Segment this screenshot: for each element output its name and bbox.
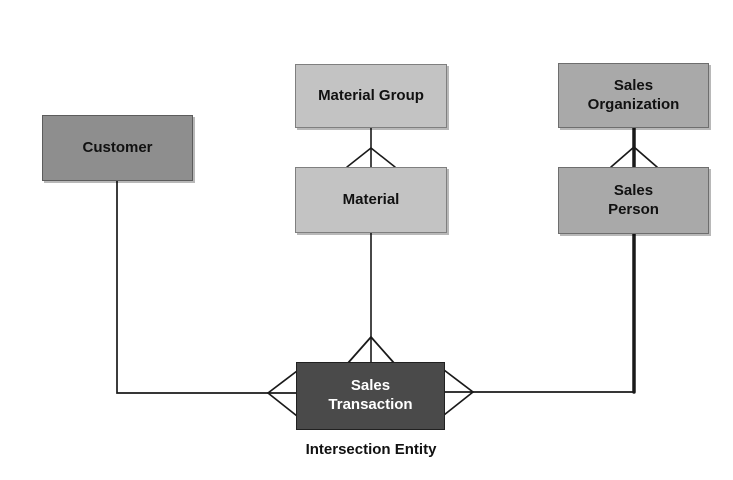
entity-sales-transaction: Sales Transaction <box>296 362 445 430</box>
crows-foot-sales-person-icon <box>610 146 658 168</box>
connector-customer-sales-transaction <box>116 180 298 417</box>
connector-sales-org-sales-person <box>610 126 658 169</box>
crows-foot-material-icon <box>346 147 396 168</box>
entity-sales-organization: Sales Organization <box>558 63 709 128</box>
entity-sales-person: Sales Person <box>558 167 709 234</box>
entity-material-group: Material Group <box>295 64 447 128</box>
crows-foot-transaction-left-icon <box>267 370 298 417</box>
intersection-entity-caption: Intersection Entity <box>305 441 437 458</box>
crows-foot-transaction-top-icon <box>347 336 395 364</box>
entity-customer: Customer <box>42 115 193 181</box>
connector-material-sales-transaction <box>347 232 395 364</box>
entity-material: Material <box>295 167 447 233</box>
connector-sales-person-sales-transaction <box>443 232 636 416</box>
connector-material-group-material <box>346 127 396 168</box>
crows-foot-transaction-right-icon <box>443 369 474 416</box>
